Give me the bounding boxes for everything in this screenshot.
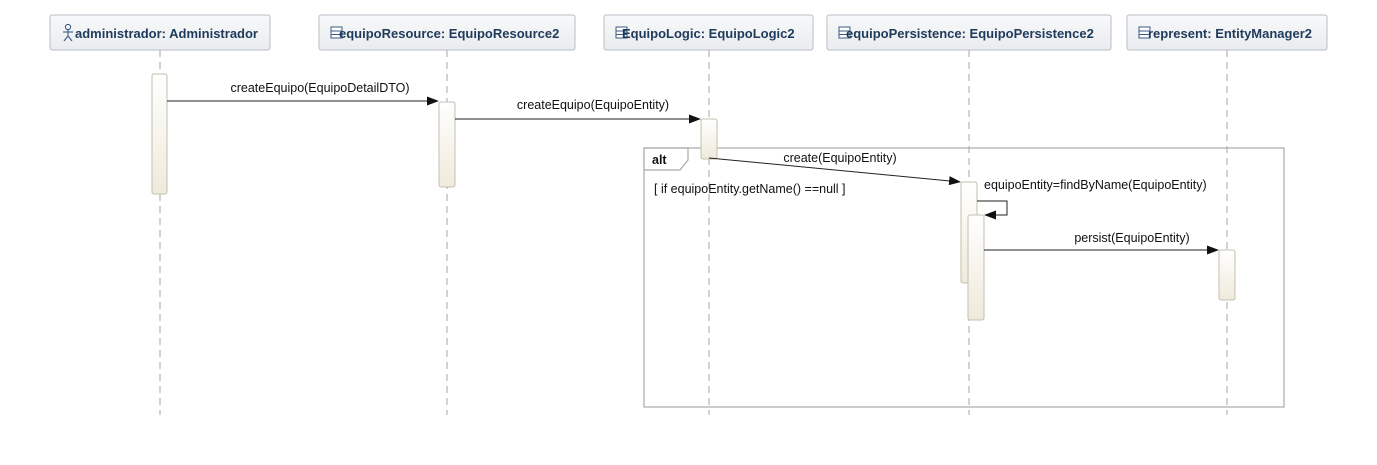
- arrowhead: [1207, 245, 1219, 255]
- message-label: persist(EquipoEntity): [1074, 231, 1189, 245]
- message-persist[interactable]: persist(EquipoEntity): [984, 231, 1219, 255]
- arrowhead: [427, 96, 439, 106]
- message-label: createEquipo(EquipoDetailDTO): [230, 81, 409, 95]
- lifeline-header-equipo-persistence[interactable]: equipoPersistence: EquipoPersistence2: [826, 14, 1112, 51]
- class-icon: [838, 26, 851, 39]
- alt-fragment-tab: [643, 147, 689, 171]
- alt-fragment[interactable]: alt [ if equipoEntity.getName() ==null ]: [643, 147, 1285, 408]
- message-create[interactable]: create(EquipoEntity): [708, 151, 961, 186]
- class-icon: [615, 26, 628, 39]
- message-label: equipoEntity=findByName(EquipoEntity): [984, 178, 1207, 192]
- message-find-by-name[interactable]: equipoEntity=findByName(EquipoEntity): [977, 178, 1207, 220]
- message-label: create(EquipoEntity): [783, 151, 896, 165]
- activation-equipo-resource: [438, 101, 456, 188]
- class-icon: [330, 26, 343, 39]
- lifeline-header-represent[interactable]: represent: EntityManager2: [1126, 14, 1328, 51]
- lifeline-name: administrador: Administrador: [75, 26, 258, 41]
- activation-equipo-persistence-nested: [967, 214, 985, 321]
- message-label: createEquipo(EquipoEntity): [517, 98, 669, 112]
- actor-icon: [63, 23, 73, 42]
- lifeline-name: equipoResource: EquipoResource2: [339, 26, 559, 41]
- arrowhead: [948, 176, 961, 186]
- lifeline-name: represent: EntityManager2: [1148, 26, 1312, 41]
- message-create-equipo-entity[interactable]: createEquipo(EquipoEntity): [455, 98, 701, 124]
- lifeline-header-administrador[interactable]: administrador: Administrador: [49, 14, 271, 51]
- arrowhead: [984, 210, 996, 220]
- lifeline-name: equipoPersistence: EquipoPersistence2: [846, 26, 1094, 41]
- arrowhead: [689, 114, 701, 124]
- lifeline-header-equipo-logic[interactable]: EquipoLogic: EquipoLogic2: [603, 14, 814, 51]
- lifeline-name: EquipoLogic: EquipoLogic2: [622, 26, 795, 41]
- alt-fragment-guard: [ if equipoEntity.getName() ==null ]: [654, 182, 846, 196]
- alt-fragment-operator: alt: [652, 153, 667, 167]
- activation-equipo-logic: [700, 118, 718, 160]
- activation-administrador: [151, 73, 168, 195]
- message-create-equipo-dto[interactable]: createEquipo(EquipoDetailDTO): [167, 81, 439, 106]
- class-icon: [1138, 26, 1151, 39]
- activation-represent: [1218, 249, 1236, 301]
- lifeline-header-equipo-resource[interactable]: equipoResource: EquipoResource2: [318, 14, 576, 51]
- alt-fragment-frame: [643, 147, 1285, 408]
